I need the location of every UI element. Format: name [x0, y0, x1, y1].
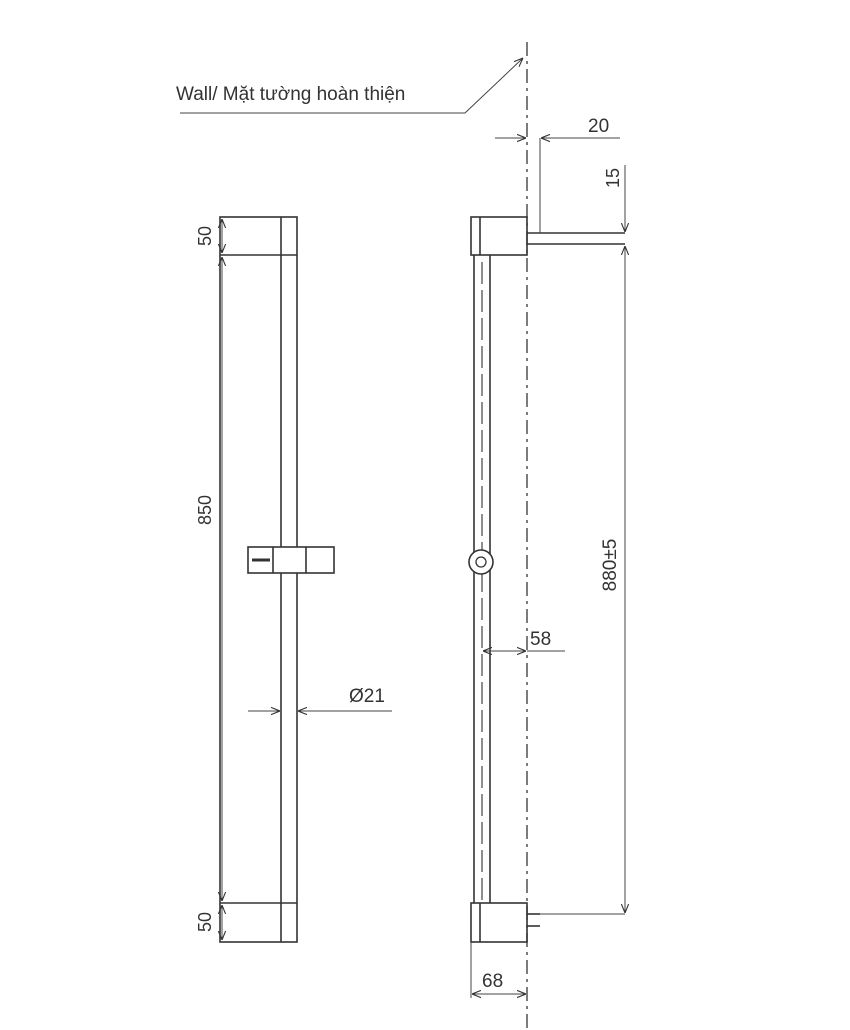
top-bracket — [470, 216, 528, 256]
wall-leader-line — [180, 58, 523, 114]
side-view: 20 15 880±5 58 68 — [468, 42, 625, 1030]
wall-callout: Wall/ Mặt tường hoàn thiện — [176, 58, 523, 114]
dim-bracket-depth: 68 — [482, 971, 503, 992]
slider-holder — [247, 546, 335, 574]
dim-pin-offset: 15 — [603, 168, 623, 188]
dim-rail-length: 850 — [195, 495, 215, 525]
knob — [468, 549, 494, 575]
dim-top-bracket: 50 — [195, 226, 215, 246]
dim-wall-offset: 20 — [588, 116, 609, 137]
wall-label: Wall/ Mặt tường hoàn thiện — [176, 84, 405, 105]
front-rail-outline — [219, 216, 298, 943]
front-view: 50 850 50 Ø21 — [195, 216, 392, 943]
dim-rod-diameter: Ø21 — [349, 686, 385, 707]
dim-bottom-bracket: 50 — [195, 912, 215, 932]
dim-fixing-distance: 880±5 — [600, 539, 621, 592]
dim-rod-to-wall: 58 — [530, 629, 551, 650]
bottom-bracket — [470, 902, 528, 943]
